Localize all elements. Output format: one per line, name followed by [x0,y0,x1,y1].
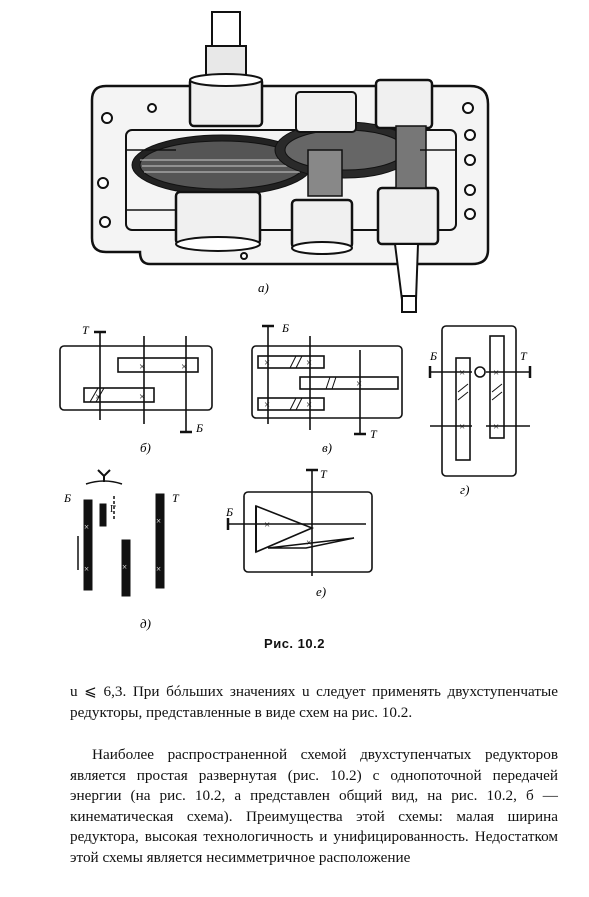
svg-text:×: × [493,421,499,433]
svg-text:×: × [264,519,270,531]
svg-text:×: × [306,357,312,369]
svg-text:×: × [459,421,465,433]
svg-text:Г: Г [110,504,116,515]
svg-text:×: × [306,538,312,549]
svg-text:×: × [181,361,187,373]
shaft-label-t-g: Т [520,349,528,363]
shaft-label-b-d: Б [63,491,71,505]
scheme-b: × × × × [59,330,213,434]
scheme-e: × × [226,468,373,576]
svg-text:×: × [156,564,161,574]
shaft-label-t-v: Т [370,427,378,441]
paragraph-1: u ⩽ 6,3. При бóльших значениях u следует… [70,682,558,723]
label-b: б) [140,440,151,455]
paragraph-2-text: Наиболее распространенной схемой двухсту… [70,746,558,866]
svg-text:×: × [139,361,145,373]
svg-text:×: × [156,516,161,526]
shaft-label-b-g: Б [429,349,437,363]
svg-text:×: × [95,391,101,403]
svg-text:×: × [122,562,127,572]
shaft-label-b-b: Б [195,421,203,435]
label-g: г) [460,482,469,497]
label-e: е) [316,584,326,599]
paragraph-1-text: u ⩽ 6,3. При бóльших значениях u следует… [70,683,558,721]
shaft-label-b-e: Б [225,505,233,519]
shaft-label-t-b: Т [82,323,90,337]
svg-text:×: × [356,378,362,390]
svg-text:×: × [264,399,270,411]
label-v: в) [322,440,332,455]
svg-text:×: × [493,367,499,379]
paragraph-2: Наиболее распространенной схемой двухсту… [70,745,558,869]
svg-text:×: × [264,357,270,369]
svg-text:×: × [84,522,89,532]
shaft-label-t-e: Т [320,467,328,481]
scheme-v: × × × × × [251,324,403,436]
shaft-label-t-d: Т [172,491,180,505]
svg-text:×: × [306,399,312,411]
figure-10-2: а) × × × × Т Б б) × × × × × Б Т в) [59,11,532,631]
shaft-label-b-v: Б [281,321,289,335]
figure-caption: Рис. 10.2 [264,636,325,651]
scheme-g: × × × × [428,325,532,477]
svg-text:×: × [459,367,465,379]
label-a: а) [258,280,269,295]
gearbox-general-view [90,11,490,313]
svg-text:×: × [84,564,89,574]
svg-text:×: × [139,391,145,403]
scheme-d: Г × × × × × [77,469,165,597]
label-d: д) [140,616,151,631]
